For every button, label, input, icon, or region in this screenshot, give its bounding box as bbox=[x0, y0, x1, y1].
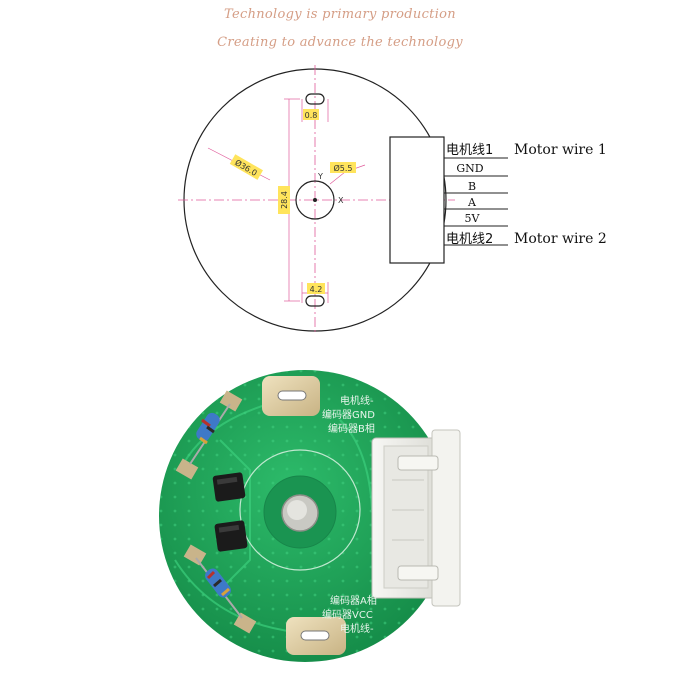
slogan-line-1: Technology is primary production bbox=[224, 7, 456, 22]
silkscreen-bottom-1: 编码器A相 bbox=[330, 594, 377, 607]
silkscreen-top-3: 编码器B相 bbox=[328, 422, 375, 435]
hall-sensor-upper bbox=[212, 472, 246, 502]
silkscreen-top-1: 电机线- bbox=[340, 394, 374, 407]
shaft-hole bbox=[295, 180, 335, 220]
pin-gnd: GND bbox=[456, 162, 483, 175]
bottom-slot-label-bg bbox=[307, 283, 325, 294]
white-connector bbox=[371, 429, 461, 607]
connector-outline bbox=[389, 136, 445, 264]
motor-wire-1-cn: 电机线1 bbox=[446, 143, 493, 158]
silkscreen-bottom-2: 编码器VCC bbox=[322, 608, 373, 621]
shaft-hole-dimension: Ø5.5 bbox=[333, 163, 352, 173]
bottom-slot-dimension: 4.2 bbox=[310, 285, 323, 294]
pin-b: B bbox=[468, 180, 476, 193]
motor-wire-1-en: Motor wire 1 bbox=[514, 142, 607, 158]
motor-wire-2-cn: 电机线2 bbox=[446, 232, 493, 247]
technical-drawing: 0.8 4.2 28.4 Ø36.0 Y X Ø5.5 bbox=[178, 65, 607, 335]
pcb-photo: 电机线- 编码器GND 编码器B相 编码器A相 编码器VCC 电机线- bbox=[159, 370, 461, 662]
motor-wire-2-en: Motor wire 2 bbox=[514, 231, 607, 247]
hall-sensor-lower bbox=[214, 520, 248, 552]
bottom-pad-slot bbox=[300, 630, 330, 641]
encoder-ring bbox=[239, 449, 361, 571]
top-slot-label-bg bbox=[303, 109, 319, 120]
top-pad-slot bbox=[277, 390, 307, 401]
top-slot-dimension: 0.8 bbox=[305, 111, 318, 120]
silkscreen-bottom-3: 电机线- bbox=[340, 622, 374, 635]
resistor-lower bbox=[183, 544, 257, 634]
axis-y-label: Y bbox=[317, 172, 323, 181]
slogan-line-2: Creating to advance the technology bbox=[217, 35, 463, 50]
slot-spacing-dimension: 28.4 bbox=[280, 191, 289, 209]
bottom-slot bbox=[305, 295, 325, 307]
top-slot bbox=[305, 93, 325, 105]
center-point bbox=[313, 198, 317, 202]
outer-diameter-dimension: Ø36.0 bbox=[233, 157, 259, 178]
resistor-upper bbox=[175, 390, 243, 480]
axis-x-label: X bbox=[338, 196, 344, 205]
pin-a: A bbox=[467, 196, 477, 209]
silkscreen-top-2: 编码器GND bbox=[322, 408, 375, 421]
pin-5v: 5V bbox=[465, 212, 481, 225]
